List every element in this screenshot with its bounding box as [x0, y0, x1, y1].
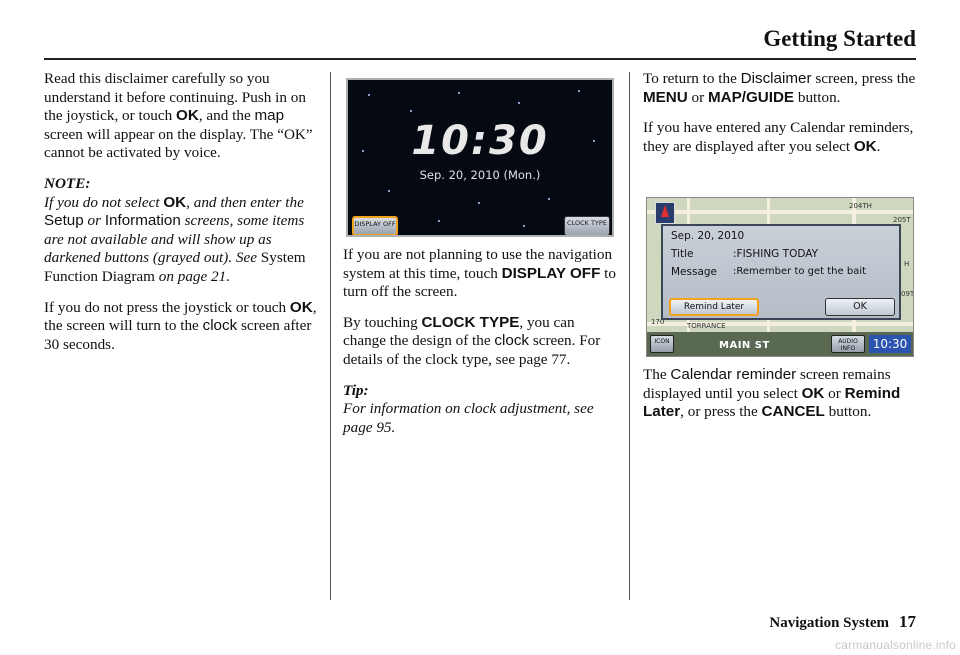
star: [438, 220, 440, 222]
clock-type-term: CLOCK TYPE: [421, 313, 520, 331]
map-road: [647, 322, 913, 326]
information-term: Information: [104, 212, 181, 230]
clock-type-button[interactable]: CLOCK TYPE: [564, 216, 610, 235]
star: [518, 102, 520, 104]
star: [458, 92, 460, 94]
map-bottom-bar: TORRANCE ICON MAIN ST AUDIO INFO 10:30: [647, 322, 913, 356]
column-3: To return to the Disclaimer screen, pres…: [643, 70, 918, 168]
tip-label: Tip:: [343, 381, 369, 399]
star: [410, 110, 412, 112]
reminder-message-value: :Remember to get the bait: [733, 266, 867, 277]
paragraph-disclaimer: Read this disclaimer carefully so you un…: [44, 70, 313, 162]
clock-date: Sep. 20, 2010 (Mon.): [419, 168, 541, 182]
tip-text: For information on clock adjustment, see…: [343, 400, 594, 436]
calendar-reminder-dialog: Sep. 20, 2010 Title :FISHING TODAY Messa…: [661, 224, 901, 320]
current-street: MAIN ST: [719, 340, 770, 351]
star: [478, 202, 480, 204]
page-footer: Navigation System 17: [769, 612, 916, 632]
ok-term: OK: [289, 298, 313, 316]
remind-later-term: Remind Later: [643, 384, 901, 421]
reminder-title-label: Title: [671, 248, 694, 260]
display-off-button[interactable]: DISPLAY OFF: [352, 216, 398, 235]
column-divider: [629, 72, 630, 600]
page-number: 17: [899, 612, 916, 631]
system-function-diagram-link[interactable]: System Function Diagram: [44, 249, 306, 285]
ok-term: OK: [853, 137, 877, 155]
ok-term: OK: [163, 193, 187, 211]
audio-info-button[interactable]: AUDIO INFO: [831, 335, 865, 353]
paragraph-return: To return to the Disclaimer screen, pres…: [643, 70, 916, 106]
reminder-title-value: :FISHING TODAY: [733, 248, 819, 260]
clock-screen-image: 10:30 Sep. 20, 2010 (Mon.) DISPLAY OFF C…: [346, 78, 614, 237]
note-label: NOTE:: [44, 174, 91, 192]
remind-later-button[interactable]: Remind Later: [669, 298, 759, 316]
setup-term: Setup: [44, 212, 84, 230]
paragraph-reminder: The Calendar reminder screen remains dis…: [643, 366, 901, 421]
star: [388, 190, 390, 192]
star: [593, 140, 595, 142]
map-label: 205T: [893, 216, 911, 224]
footer-section: Navigation System: [769, 615, 889, 631]
ok-term: OK: [176, 107, 199, 125]
disclaimer-term: Disclaimer: [740, 70, 812, 87]
star: [523, 225, 525, 227]
star: [548, 198, 550, 200]
north-arrow-icon: [661, 205, 669, 217]
star: [362, 150, 364, 152]
column-divider: [330, 72, 331, 600]
map-term: map: [254, 107, 285, 125]
calendar-reminder-screen-image: 204TH 205T H 09T 170 Sep. 20, 2010 Title…: [646, 197, 914, 357]
map-clock-time: 10:30: [869, 335, 911, 353]
map-label: 170: [651, 318, 665, 326]
paragraph-clock-type: By touching CLOCK TYPE, you can change t…: [343, 313, 601, 368]
clock-time: 10:30: [411, 118, 549, 164]
map-guide-term: MAP/GUIDE: [707, 88, 795, 106]
clock-term: clock: [494, 332, 530, 350]
ok-button[interactable]: OK: [825, 298, 895, 316]
paragraph-calendar: If you have entered any Calendar reminde…: [643, 119, 914, 155]
map-label: H: [904, 260, 910, 268]
icon-button[interactable]: ICON: [650, 335, 674, 353]
map-label: TORRANCE: [687, 322, 726, 330]
map-label: 09T: [901, 290, 914, 298]
calendar-reminder-term: Calendar reminder: [670, 366, 797, 383]
cancel-term: CANCEL: [761, 403, 825, 421]
map-label: 204TH: [849, 202, 872, 210]
watermark: carmanualsonline.info: [835, 638, 956, 652]
star: [368, 94, 370, 96]
paragraph-display-off: If you are not planning to use the navig…: [343, 246, 616, 301]
reminder-message-label: Message: [671, 266, 718, 278]
map-road: [647, 210, 913, 214]
star: [578, 90, 580, 92]
ok-term: OK: [801, 384, 825, 402]
display-off-term: DISPLAY OFF: [501, 264, 601, 282]
menu-term: MENU: [643, 88, 688, 106]
page-header-title: Getting Started: [763, 26, 916, 51]
header-rule: [44, 58, 916, 60]
note-text: If you do not select OK, and then enter …: [44, 193, 306, 285]
clock-term: clock: [202, 317, 238, 335]
paragraph-timeout: If you do not press the joystick or touc…: [44, 298, 317, 353]
column-1: Read this disclaimer carefully so you un…: [44, 70, 320, 366]
column-3-bottom: The Calendar reminder screen remains dis…: [643, 366, 918, 434]
column-2: If you are not planning to use the navig…: [343, 246, 618, 449]
reminder-date: Sep. 20, 2010: [671, 230, 745, 242]
compass-north-icon[interactable]: [655, 202, 675, 224]
